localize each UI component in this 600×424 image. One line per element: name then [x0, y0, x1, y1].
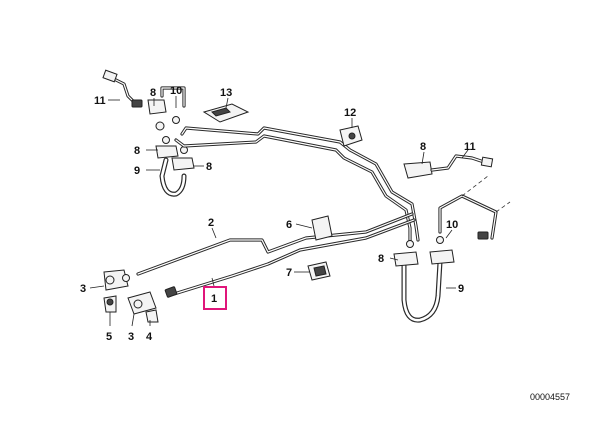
callout-11: 11	[464, 141, 476, 153]
upper-left-fittings	[102, 69, 250, 131]
pipe-clips	[307, 215, 333, 281]
distribution-pieces	[103, 269, 178, 323]
callout-1: 1	[211, 293, 217, 305]
callout-4: 4	[146, 331, 153, 343]
callout-8: 8	[206, 161, 212, 173]
callout-9: 9	[134, 165, 140, 177]
document-number: 00004557	[529, 392, 570, 402]
callout-12: 12	[344, 107, 356, 119]
callout-13: 13	[220, 87, 232, 99]
callout-8: 8	[150, 87, 156, 99]
callout-2: 2	[208, 217, 214, 229]
callout-11: 11	[94, 95, 106, 107]
callout-labels: 11 8 10 13 8 8 9 12 8 11 2 6 10 8 7 9 3 …	[80, 85, 476, 343]
callout-3: 3	[80, 283, 86, 295]
lower-pipe-run	[136, 212, 416, 296]
callout-3: 3	[128, 331, 134, 343]
callout-8: 8	[378, 253, 384, 265]
callout-5: 5	[106, 331, 112, 343]
callout-7: 7	[286, 267, 292, 279]
callout-8: 8	[134, 145, 140, 157]
highlight-box	[203, 286, 227, 310]
callout-10: 10	[170, 85, 182, 97]
callout-6: 6	[286, 219, 292, 231]
front-left-brake-hose	[155, 136, 195, 197]
callout-10: 10	[446, 219, 458, 231]
upper-right-fittings	[403, 154, 511, 240]
callout-8: 8	[420, 141, 426, 153]
callout-9: 9	[458, 283, 464, 295]
junction-block	[339, 125, 363, 147]
front-right-brake-hose	[393, 236, 455, 323]
leader-lines	[89, 96, 469, 327]
